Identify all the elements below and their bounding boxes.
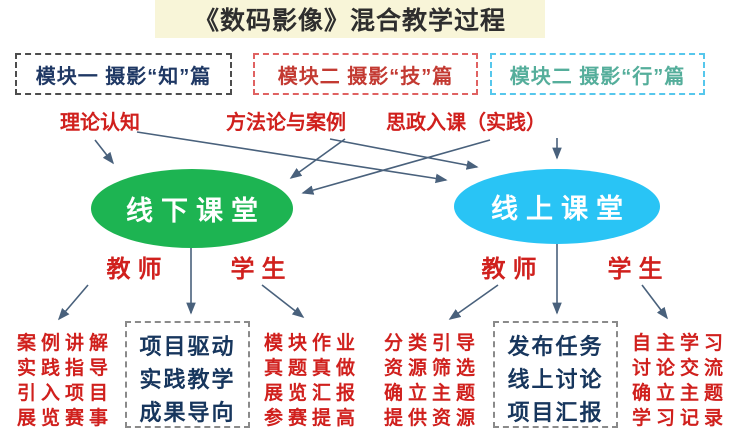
list-item: 参赛提高 [263, 408, 360, 429]
online-classroom-label: 线上课堂 [491, 194, 631, 224]
list-item: 案例讲解 [16, 333, 113, 354]
arrow-offline-student [261, 284, 305, 318]
online-core-box: 发布任务 线上讨论 项目汇报 [493, 321, 618, 428]
list-item: 讨论交流 [631, 358, 728, 379]
list-item: 实践教学 [139, 367, 236, 392]
online-classroom-ellipse: 线上课堂 [454, 169, 660, 244]
list-item: 提供资源 [383, 408, 480, 429]
arrow-online-teacher [448, 284, 499, 320]
list-item: 确立主题 [383, 383, 480, 404]
arrow-offline-teacher [57, 284, 89, 321]
module-box-skill-label: 模块二 摄影“技”篇 [277, 65, 454, 88]
page-title: 《数码影像》混合教学过程 [155, 0, 545, 38]
list-item: 线上讨论 [507, 367, 604, 392]
online-teacher-list: 分类引导 资源筛选 确立主题 提供资源 [377, 326, 487, 430]
list-item: 确立主题 [631, 383, 728, 404]
list-item: 成果导向 [139, 400, 236, 425]
list-item: 学习记录 [631, 408, 728, 429]
arrow-ideology-to-offline [301, 139, 491, 195]
online-student-label: 学生 [607, 256, 670, 283]
arrow-method-to-online [329, 138, 479, 170]
label-ideology: 思政入课（实践） [386, 112, 546, 134]
offline-teacher-label: 教师 [106, 256, 169, 283]
list-item: 展览赛事 [16, 408, 113, 429]
list-item: 模块作业 [263, 333, 360, 354]
offline-teacher-list: 案例讲解 实践指导 引入项目 展览赛事 [10, 326, 120, 430]
offline-classroom-ellipse: 线下课堂 [91, 169, 293, 248]
list-item: 发布任务 [507, 334, 604, 359]
list-item: 展览汇报 [263, 383, 360, 404]
module-box-skill: 模块二 摄影“技”篇 [253, 53, 478, 95]
list-item: 真题真做 [263, 358, 360, 379]
online-teacher-label: 教师 [481, 256, 544, 283]
arrow-online-student [641, 284, 668, 320]
list-item: 项目驱动 [139, 334, 236, 359]
online-student-list: 自主学习 讨论交流 确立主题 学习记录 [624, 326, 736, 430]
list-item: 分类引导 [383, 333, 480, 354]
module-box-knowledge: 模块一 摄影“知”篇 [15, 53, 232, 95]
arrow-method-to-offline [289, 138, 346, 179]
list-item: 资源筛选 [383, 358, 480, 379]
label-theory: 理论认知 [60, 112, 140, 134]
module-box-knowledge-label: 模块一 摄影“知”篇 [35, 65, 212, 88]
list-item: 项目汇报 [507, 400, 604, 425]
offline-student-label: 学生 [230, 256, 293, 283]
module-box-practice-label: 模块二 摄影“行”篇 [509, 65, 686, 88]
offline-classroom-label: 线下课堂 [126, 196, 266, 226]
offline-core-box: 项目驱动 实践教学 成果导向 [125, 321, 250, 428]
list-item: 自主学习 [631, 333, 728, 354]
label-methodology: 方法论与案例 [226, 112, 346, 134]
offline-student-list: 模块作业 真题真做 展览汇报 参赛提高 [256, 326, 368, 430]
list-item: 实践指导 [16, 358, 113, 379]
list-item: 引入项目 [16, 383, 113, 404]
module-box-practice: 模块二 摄影“行”篇 [490, 53, 705, 95]
arrow-theory-to-offline [94, 139, 114, 165]
